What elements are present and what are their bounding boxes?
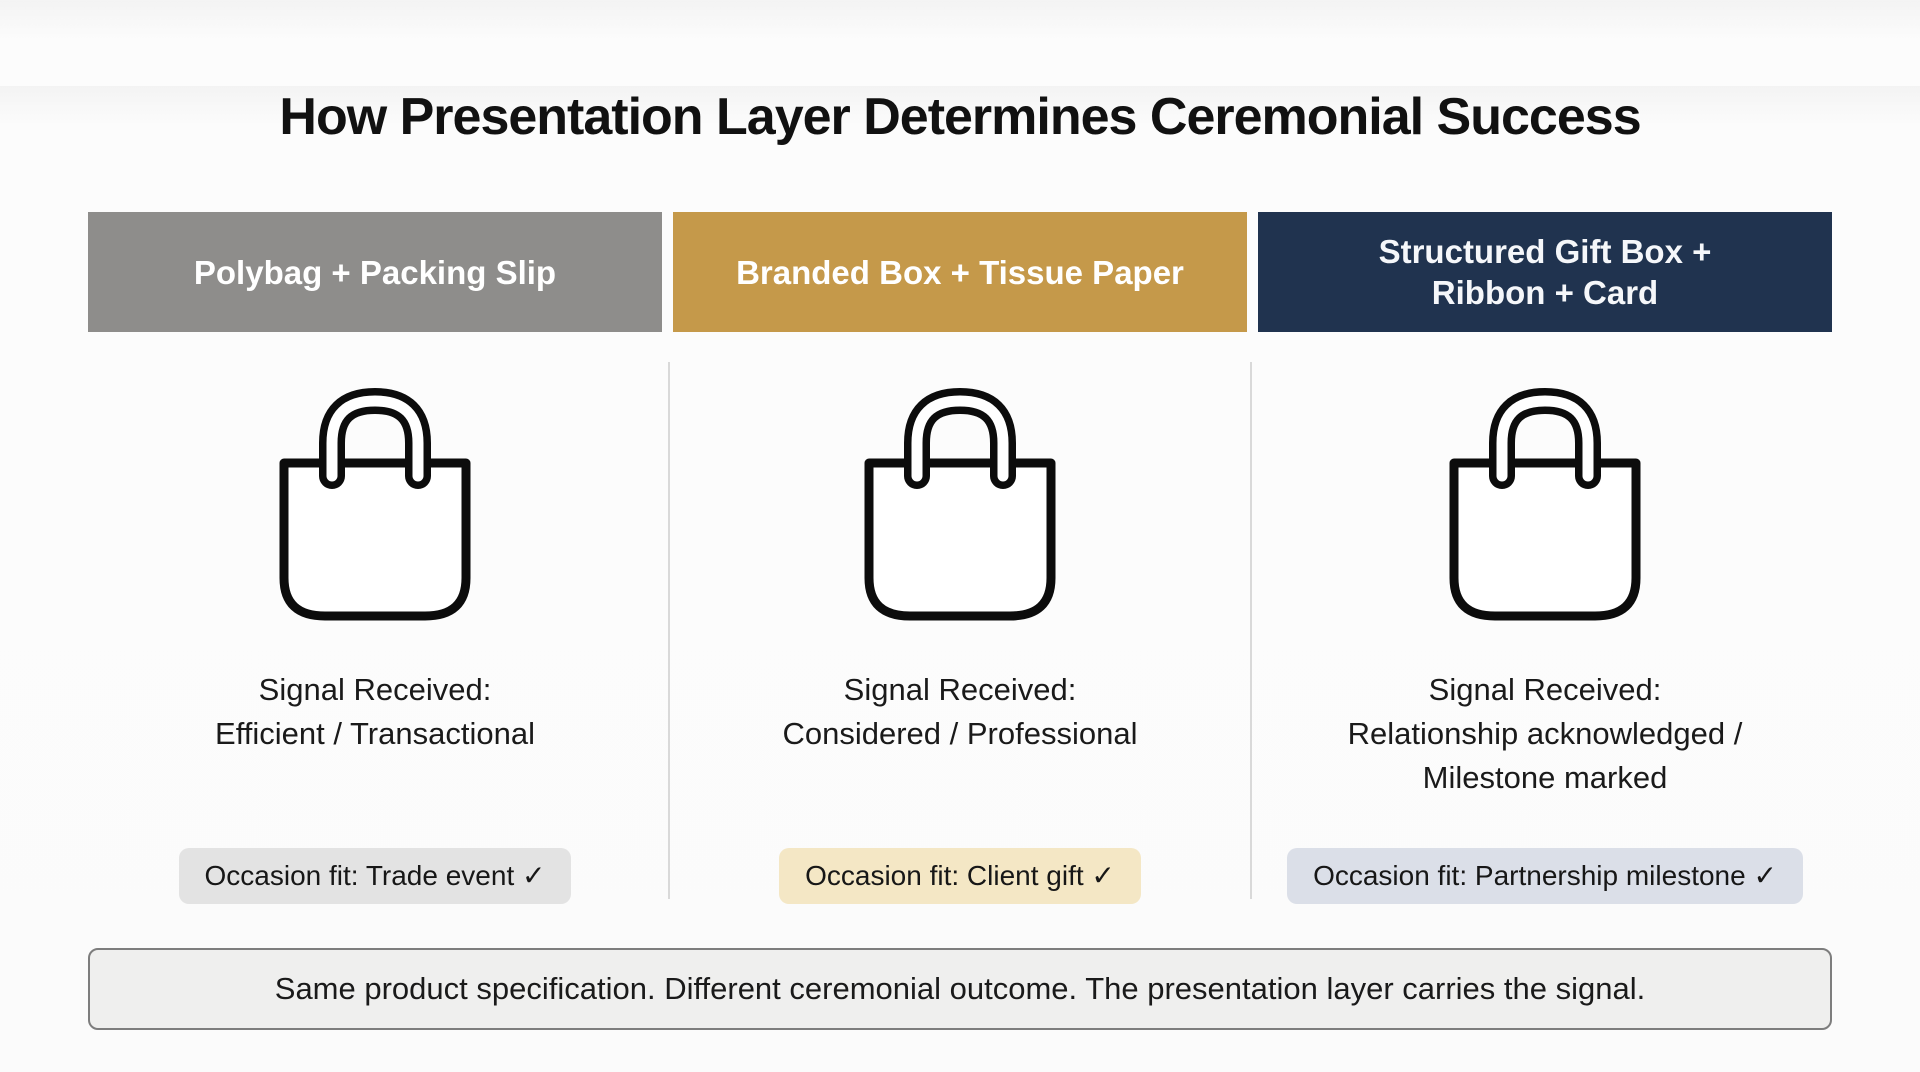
occasion-fit-badge-polybag: Occasion fit: Trade event ✓ <box>178 848 572 905</box>
column-headers-row: Polybag + Packing Slip Branded Box + Tis… <box>88 212 1832 333</box>
signal-polybag-line2: Efficient / Transactional <box>215 716 535 752</box>
column-branded-box: Signal Received: Considered / Profession… <box>673 362 1247 905</box>
page-title: How Presentation Layer Determines Ceremo… <box>279 88 1641 146</box>
columns-content-row: Signal Received: Efficient / Transaction… <box>88 362 1832 905</box>
summary-banner-text: Same product specification. Different ce… <box>274 971 1646 1007</box>
summary-banner: Same product specification. Different ce… <box>88 948 1832 1031</box>
column-polybag: Signal Received: Efficient / Transaction… <box>88 362 662 905</box>
header-branded-box-line1: Branded Box + Tissue Paper <box>736 253 1184 291</box>
header-gift-box-line2: Ribbon + Card <box>1431 274 1659 312</box>
signal-branded-box-line2: Considered / Professional <box>782 716 1138 752</box>
occasion-fit-badge-gift-box: Occasion fit: Partnership milestone ✓ <box>1287 848 1803 905</box>
tote-bag-icon <box>279 388 471 621</box>
header-polybag-line1: Polybag + Packing Slip <box>193 253 557 291</box>
header-gift-box-line1: Structured Gift Box + <box>1378 233 1712 271</box>
infographic-canvas: How Presentation Layer Determines Ceremo… <box>0 86 1920 1072</box>
occasion-fit-badge-branded-box: Occasion fit: Client gift ✓ <box>779 848 1141 905</box>
header-gift-box: Structured Gift Box + Ribbon + Card <box>1258 212 1832 333</box>
signal-branded-box-line1: Signal Received: <box>843 672 1077 708</box>
signal-gift-box-line3: Milestone marked <box>1422 760 1668 796</box>
signal-gift-box-line2: Relationship acknowledged / <box>1347 716 1743 752</box>
signal-polybag-line1: Signal Received: <box>258 672 492 708</box>
column-divider <box>668 362 671 900</box>
signal-received-branded-box: Signal Received: Considered / Profession… <box>783 668 1138 806</box>
signal-received-gift-box: Signal Received: Relationship acknowledg… <box>1348 668 1743 806</box>
column-divider <box>1249 362 1252 900</box>
column-gift-box: Signal Received: Relationship acknowledg… <box>1258 362 1832 905</box>
tote-bag-icon <box>864 388 1056 621</box>
signal-received-polybag: Signal Received: Efficient / Transaction… <box>215 668 535 806</box>
signal-gift-box-line1: Signal Received: <box>1428 672 1662 708</box>
header-polybag: Polybag + Packing Slip <box>88 212 662 333</box>
tote-bag-icon <box>1449 388 1641 621</box>
header-branded-box: Branded Box + Tissue Paper <box>673 212 1247 333</box>
